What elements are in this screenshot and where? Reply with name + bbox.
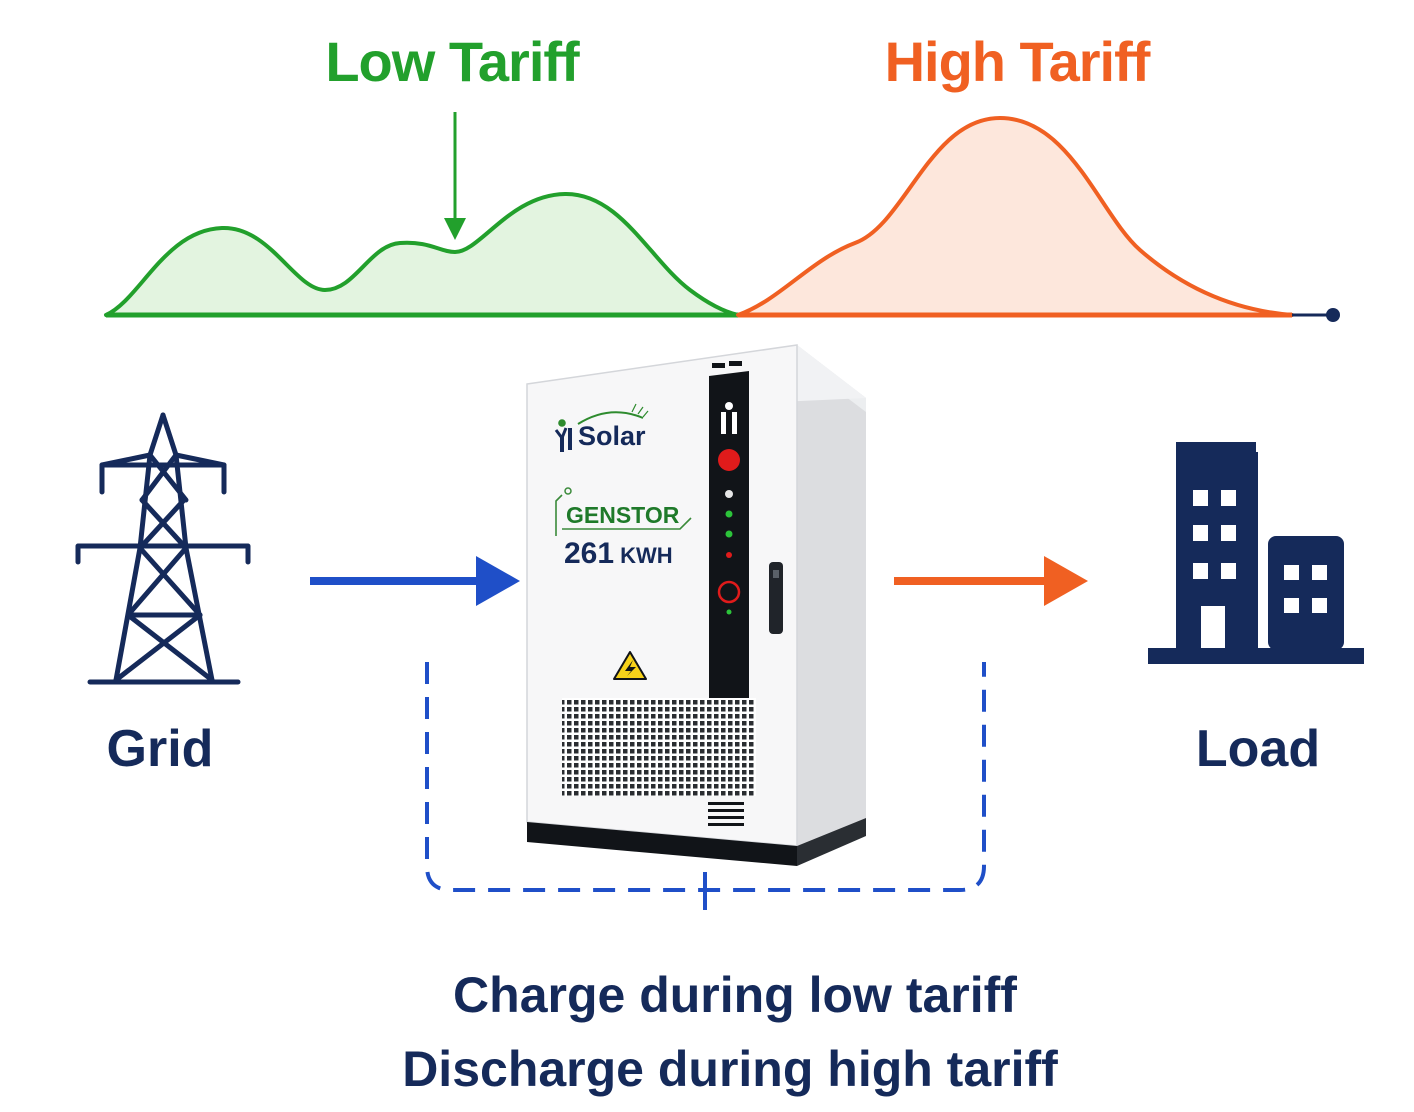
caption-line-2: Discharge during high tariff <box>402 1041 1058 1097</box>
low-tariff-pointer-head <box>444 218 466 240</box>
indicator-light-icon <box>726 609 732 615</box>
load-label: Load <box>1196 720 1320 778</box>
transmission-tower-icon <box>75 412 251 685</box>
high-tariff-area <box>738 118 1292 315</box>
high-voltage-warning-icon <box>613 651 647 680</box>
low-tariff-label: Low Tariff <box>325 30 580 93</box>
indicator-light-icon <box>725 510 733 518</box>
door-handle-icon <box>769 562 783 634</box>
storage-to-load-arrow <box>894 556 1088 606</box>
brand-name: Solar <box>578 421 646 451</box>
capacity-value: 261 <box>564 537 614 570</box>
model-name: GENSTOR <box>566 502 680 528</box>
model-panel-bracket <box>555 494 692 536</box>
high-tariff-curve <box>736 115 1294 317</box>
key-switch-icon <box>717 580 741 604</box>
vent-grille <box>562 698 756 796</box>
indicator-light-icon <box>726 552 732 558</box>
indicator-light-icon <box>725 490 733 498</box>
buildings-icon <box>1148 442 1364 664</box>
tariff-curves <box>104 112 1340 322</box>
grid-to-storage-arrow <box>310 556 520 606</box>
brand-logo-icon <box>554 403 649 452</box>
capacity-unit: KWH <box>620 543 673 568</box>
high-tariff-label: High Tariff <box>885 30 1151 93</box>
grid-label: Grid <box>107 720 214 778</box>
emergency-stop-button-icon <box>718 449 740 471</box>
indicator-light-icon <box>725 530 733 538</box>
small-vent-icon <box>708 802 744 826</box>
low-tariff-curve <box>104 191 740 317</box>
low-tariff-area <box>106 193 738 315</box>
caption-line-1: Charge during low tariff <box>453 967 1017 1023</box>
timeline-end-dot <box>1326 308 1340 322</box>
strip-logo-icon <box>721 402 737 434</box>
